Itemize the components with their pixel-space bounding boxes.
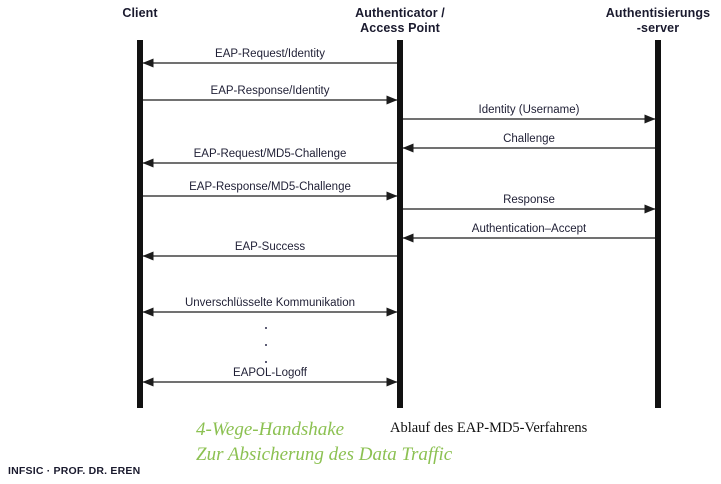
ellipsis-dot-1 xyxy=(265,327,267,329)
caption-diagram-title: Ablauf des EAP-MD5-Verfahrens xyxy=(390,420,588,436)
message-label-3: Identity (Username) xyxy=(478,104,580,116)
message-label-1: EAP-Request/Identity xyxy=(215,48,325,60)
lifeline-client xyxy=(137,40,143,408)
message-label-7: Response xyxy=(503,194,555,206)
message-label-6: EAP-Response/MD5-Challenge xyxy=(189,181,351,193)
message-label-11: EAPOL-Logoff xyxy=(233,367,307,379)
lifeline-auth-server xyxy=(655,40,661,408)
message-label-10: Unverschlüsselte Kommunikation xyxy=(184,297,356,309)
actor-label-client: Client xyxy=(122,6,158,20)
message-label-2: EAP-Response/Identity xyxy=(210,85,330,97)
ellipsis-dot-3 xyxy=(265,361,267,363)
caption-handshake-line2: Zur Absicherung des Data Traffic xyxy=(196,444,453,465)
actor-label-authenticator: Authenticator / Access Point xyxy=(355,6,445,35)
lifeline-authenticator xyxy=(397,40,403,408)
message-label-4: Challenge xyxy=(503,133,555,145)
footer-credit: INFSIC · PROF. DR. EREN xyxy=(8,465,141,477)
ellipsis-dot-2 xyxy=(265,344,267,346)
message-arrows-group xyxy=(142,58,656,387)
message-label-9: EAP-Success xyxy=(234,241,306,253)
message-label-8: Authentication–Accept xyxy=(471,223,587,235)
actor-label-auth-server: Authentisierungs -server xyxy=(605,6,711,35)
caption-handshake-line1: 4-Wege-Handshake xyxy=(196,419,345,440)
lifelines-group xyxy=(137,40,661,408)
message-label-5: EAP-Request/MD5-Challenge xyxy=(193,148,347,160)
